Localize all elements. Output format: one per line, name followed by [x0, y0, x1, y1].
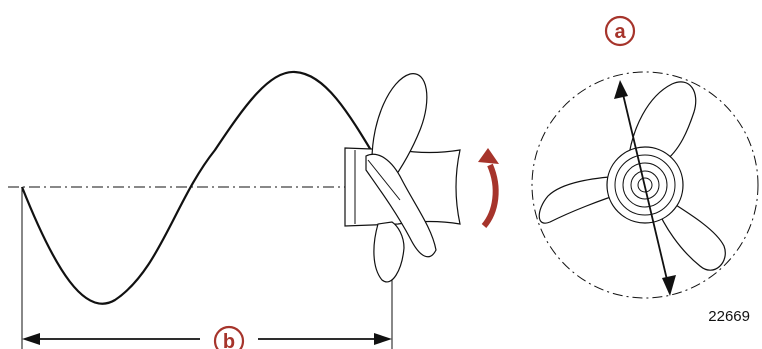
rear-blade-top	[627, 81, 697, 163]
pitch-arrowhead-right	[374, 333, 392, 345]
diameter-arrowhead-bottom	[662, 275, 676, 296]
diameter-line	[621, 89, 669, 285]
propeller-side-view	[344, 73, 499, 283]
rear-blade-left	[538, 175, 627, 224]
blade-lower	[373, 221, 405, 283]
hub-center	[637, 177, 653, 193]
hub-ring-4	[630, 170, 660, 200]
hub-ring-3	[622, 162, 668, 208]
diameter-arrowhead-top	[614, 80, 628, 99]
rotation-arrow	[481, 163, 499, 228]
rear-blade-bottom	[655, 199, 726, 271]
figure-number: 22669	[708, 308, 750, 325]
diameter-circle	[531, 71, 759, 299]
callout-b-label: b	[223, 331, 235, 349]
blade-edge-detail	[367, 159, 401, 201]
hub-ring-2	[614, 154, 676, 216]
rotation-arrowhead	[478, 148, 499, 164]
callout-a: a	[604, 15, 636, 47]
callout-a-label: a	[614, 21, 626, 43]
pitch-arrowhead-left	[22, 333, 40, 345]
propeller-rear-view	[531, 71, 759, 299]
callout-b: b	[200, 325, 258, 349]
pitch-sine-curve	[20, 70, 393, 305]
